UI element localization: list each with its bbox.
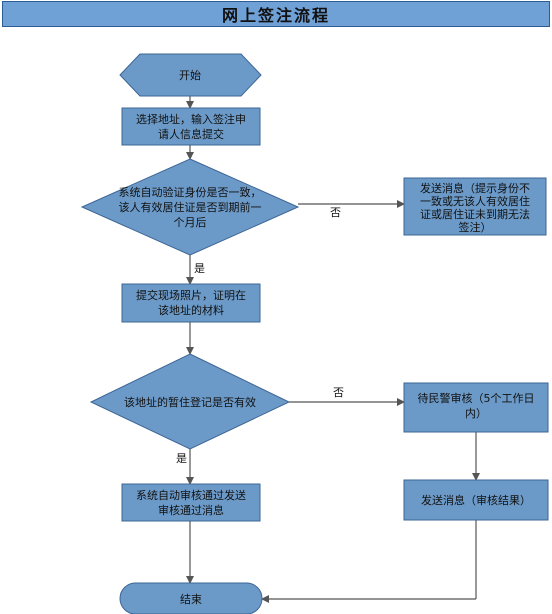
node-input: 选择地址，输入签注申 请人信息提交 <box>121 107 261 146</box>
node-police: 待民警审核（5个工作日 内） <box>403 382 549 433</box>
node-auto-pass: 系统自动审核通过发送 审核通过消息 <box>121 483 261 522</box>
police-label-line-2: 内） <box>465 406 487 420</box>
edge-label-check-no: 否 <box>333 386 344 399</box>
msg-invalid-line-4: 签注） <box>459 220 492 234</box>
title-bar: 网上签注流程 <box>2 1 550 27</box>
edge-label-check-yes: 是 <box>176 452 187 465</box>
node-msg-result: 发送消息（审核结果） <box>403 479 549 521</box>
police-label-line-1: 待民警审核（5个工作日 <box>418 391 535 405</box>
node-photo: 提交现场照片，证明在 该地址的材料 <box>121 283 261 323</box>
msg-invalid-line-1: 发送消息（提示身份不 <box>420 181 530 195</box>
check-reg-label: 该地址的暂住登记是否有效 <box>124 395 256 409</box>
node-msg-invalid: 发送消息（提示身份不 一致或无该人有效居住 证或居住证未到期无法 签注） <box>403 177 547 236</box>
auto-pass-line-1: 系统自动审核通过发送 <box>136 488 246 502</box>
msg-invalid-line-3: 证或居住证未到期无法 <box>420 207 530 221</box>
edge-label-verify-yes: 是 <box>194 262 205 275</box>
verify-label-line-2: 该人有效居住证是否到期前一 <box>119 200 262 214</box>
node-check-reg: 该地址的暂住登记是否有效 <box>89 353 291 450</box>
input-label-line-1: 选择地址，输入签注申 <box>136 112 246 126</box>
verify-label-line-3: 个月后 <box>174 216 207 229</box>
photo-label-line-1: 提交现场照片，证明在 <box>136 288 246 302</box>
edge-label-verify-no: 否 <box>330 206 341 219</box>
diagram-title: 网上签注流程 <box>221 6 330 25</box>
node-verify: 系统自动验证身份是否一致， 该人有效居住证是否到期前一 个月后 <box>80 158 300 256</box>
node-start: 开始 <box>119 53 262 97</box>
connectors <box>186 96 480 603</box>
node-end: 结束 <box>119 582 263 614</box>
end-label: 结束 <box>180 593 202 606</box>
photo-label-line-2: 该地址的材料 <box>158 303 224 317</box>
input-label-line-2: 请人信息提交 <box>158 127 224 141</box>
auto-pass-line-2: 审核通过消息 <box>158 503 224 517</box>
msg-result-label: 发送消息（审核结果） <box>421 493 531 507</box>
start-label: 开始 <box>179 68 201 82</box>
verify-label-line-1: 系统自动验证身份是否一致， <box>119 185 262 199</box>
msg-invalid-line-2: 一致或无该人有效居住 <box>420 194 530 208</box>
